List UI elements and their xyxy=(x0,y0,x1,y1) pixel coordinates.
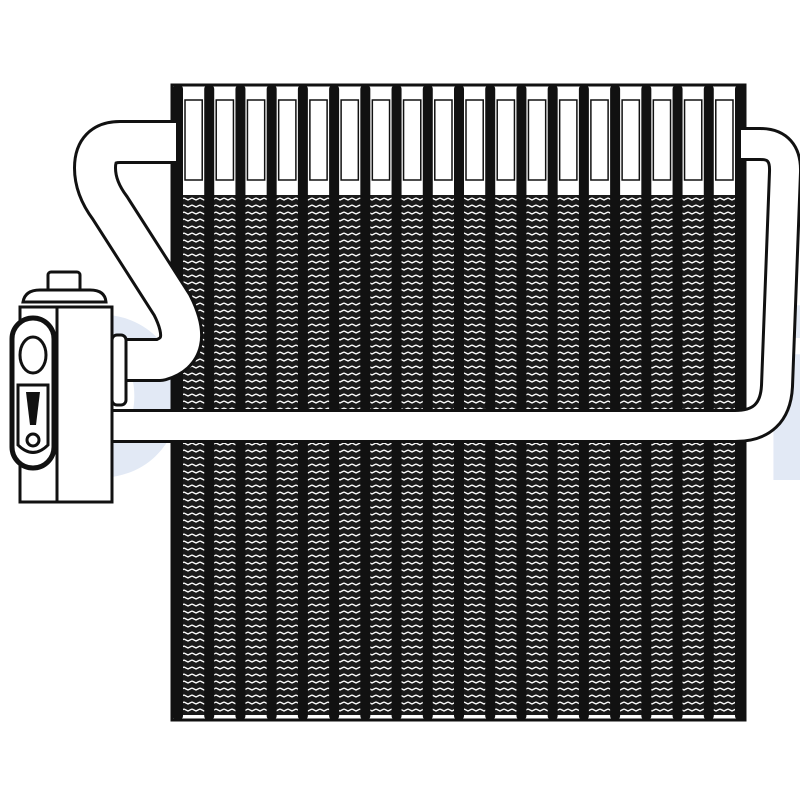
header-cell xyxy=(465,99,484,181)
header-cell xyxy=(340,99,360,181)
header-cell xyxy=(683,99,703,181)
core-tube xyxy=(204,85,215,720)
core-tube xyxy=(610,85,621,720)
suction-pipe xyxy=(73,120,203,382)
header-cell xyxy=(309,99,328,181)
header-cell xyxy=(215,99,235,181)
core-tube xyxy=(516,85,527,720)
header-cell xyxy=(527,99,547,181)
core-tube xyxy=(703,85,714,720)
header-cell xyxy=(402,99,422,181)
core-tube xyxy=(391,85,402,720)
evaporator-core xyxy=(170,83,747,722)
core-tube xyxy=(485,85,496,720)
core-tube xyxy=(578,85,589,720)
core-tube xyxy=(454,85,464,720)
core-tube xyxy=(672,85,683,720)
core-tube xyxy=(360,85,371,720)
core-tube xyxy=(641,85,652,720)
header-cell xyxy=(184,99,203,181)
header-cell xyxy=(496,99,516,181)
expansion-valve xyxy=(9,270,128,504)
header-cell xyxy=(652,99,672,181)
core-tube xyxy=(547,85,558,720)
header-cell xyxy=(371,99,391,181)
header-cell xyxy=(715,99,734,181)
liquid-pipe xyxy=(108,127,800,443)
core-tube xyxy=(297,85,308,720)
header-cell xyxy=(277,99,297,181)
core-tube xyxy=(422,85,433,720)
header-cell xyxy=(246,99,266,181)
header-cell xyxy=(558,99,578,181)
header-cell xyxy=(590,99,609,181)
header-cell xyxy=(621,99,641,181)
header-cell xyxy=(434,99,453,181)
core-tube xyxy=(235,85,246,720)
core-tube xyxy=(329,85,340,720)
core-tube xyxy=(266,85,277,720)
core-tube xyxy=(173,85,183,720)
core-tube xyxy=(735,85,745,720)
